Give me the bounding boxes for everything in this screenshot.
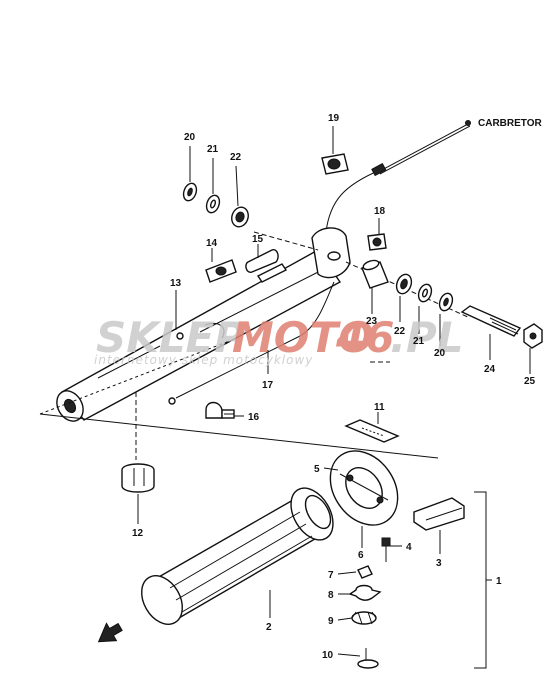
leader-lines bbox=[137, 126, 531, 657]
throttle-cable bbox=[325, 120, 471, 233]
label-3: 3 bbox=[436, 558, 442, 569]
label-20-top: 20 bbox=[184, 132, 196, 143]
label-19: 19 bbox=[328, 113, 340, 124]
label-22-right: 22 bbox=[394, 326, 406, 337]
label-20-right: 20 bbox=[434, 348, 446, 359]
watermark-brand-right: MOTO bbox=[232, 313, 374, 362]
part-23-sleeve bbox=[361, 259, 389, 289]
label-7: 7 bbox=[328, 570, 334, 581]
part-3-lever bbox=[413, 497, 465, 531]
label-10: 10 bbox=[322, 650, 334, 661]
part-18-collar bbox=[367, 233, 387, 251]
label-6: 6 bbox=[358, 550, 364, 561]
label-18: 18 bbox=[374, 206, 386, 217]
label-17: 17 bbox=[262, 380, 274, 391]
label-15: 15 bbox=[252, 234, 264, 245]
label-8: 8 bbox=[328, 590, 334, 601]
cable-lower bbox=[168, 281, 335, 405]
label-carbretor: CARBRETOR bbox=[478, 118, 542, 129]
label-25: 25 bbox=[524, 376, 536, 387]
part-11-shim bbox=[344, 419, 400, 443]
part-5-clamp bbox=[329, 450, 399, 526]
washers-top bbox=[182, 182, 249, 228]
watermark: SKLEP MOTO 46 .PL internetowy sklep moto… bbox=[94, 313, 464, 367]
assembly-bracket bbox=[474, 491, 492, 669]
part-9-adjuster bbox=[351, 611, 377, 625]
part-4-screw bbox=[381, 537, 391, 562]
watermark-brand-tld: .PL bbox=[390, 313, 464, 362]
label-4: 4 bbox=[406, 542, 412, 553]
front-arrow-icon bbox=[97, 622, 123, 643]
part-15-roller bbox=[245, 249, 279, 273]
throttle-housing bbox=[56, 227, 351, 422]
part-19-grommet bbox=[321, 153, 349, 175]
label-11: 11 bbox=[374, 402, 385, 413]
part-14-pulley bbox=[205, 259, 237, 283]
watermark-tagline: internetowy sklep motocyklowy bbox=[94, 353, 313, 367]
label-5: 5 bbox=[314, 464, 320, 475]
label-23: 23 bbox=[366, 316, 378, 327]
part-12-bush bbox=[121, 463, 155, 493]
label-24: 24 bbox=[484, 364, 496, 375]
label-14: 14 bbox=[206, 238, 218, 249]
label-22-top: 22 bbox=[230, 152, 242, 163]
label-13: 13 bbox=[170, 278, 182, 289]
label-1: 1 bbox=[496, 576, 502, 587]
part-8-wingnut bbox=[348, 584, 382, 601]
label-2: 2 bbox=[266, 622, 272, 633]
part-7-nut bbox=[357, 565, 373, 579]
label-21-top: 21 bbox=[207, 144, 219, 155]
part-25-nut bbox=[523, 323, 543, 349]
watermark-brand-left: SKLEP bbox=[96, 313, 245, 362]
part-24-bolt bbox=[460, 305, 522, 337]
part-10-screw bbox=[357, 648, 379, 669]
label-12: 12 bbox=[132, 528, 144, 539]
part-labels: CARBRETOR 19 20 21 22 18 14 15 13 23 22 … bbox=[132, 113, 542, 661]
part-2-grip bbox=[141, 487, 334, 625]
label-16: 16 bbox=[248, 412, 260, 423]
watermark-brand-num: 46 bbox=[335, 313, 394, 362]
washers-right bbox=[395, 273, 454, 312]
label-9: 9 bbox=[328, 616, 334, 627]
label-21-right: 21 bbox=[413, 336, 425, 347]
part-16-clip bbox=[205, 401, 235, 419]
